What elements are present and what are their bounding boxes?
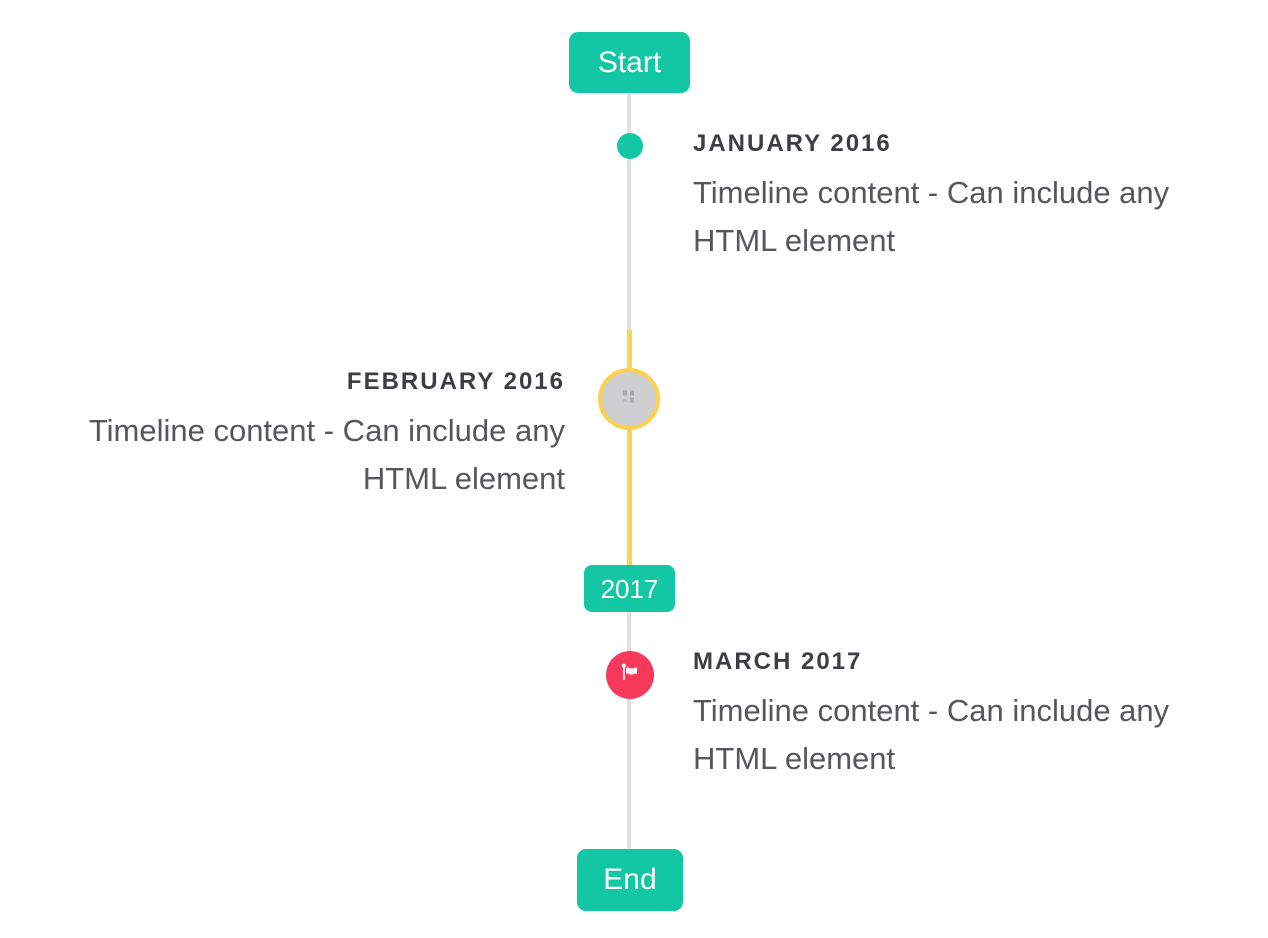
event-content: Timeline content - Can include any HTML … (693, 693, 1170, 776)
start-badge-label: Start (597, 45, 662, 79)
event-title: FEBRUARY 2016 (346, 368, 565, 395)
event-image-marker (598, 368, 660, 430)
timeline-highlight-line (626, 330, 632, 566)
event-flag-marker (606, 651, 654, 699)
timeline-event-february-2016: FEBRUARY 2016 Timeline content - Can inc… (35, 367, 565, 503)
event-title: MARCH 2017 (693, 648, 863, 675)
year-badge: 2017 (584, 565, 675, 612)
timeline-event-january-2016: JANUARY 2016 Timeline content - Can incl… (693, 129, 1223, 265)
event-content: Timeline content - Can include any HTML … (88, 413, 565, 496)
event-title: JANUARY 2016 (693, 130, 892, 157)
event-dot-marker (617, 133, 643, 159)
start-badge: Start (569, 32, 690, 93)
end-badge: End (577, 849, 683, 911)
year-badge-label: 2017 (600, 573, 659, 604)
event-content: Timeline content - Can include any HTML … (693, 175, 1170, 258)
broken-image-icon (620, 389, 639, 410)
flag-icon (618, 661, 642, 690)
end-badge-label: End (603, 863, 657, 896)
timeline-event-march-2017: MARCH 2017 Timeline content - Can includ… (693, 647, 1223, 783)
